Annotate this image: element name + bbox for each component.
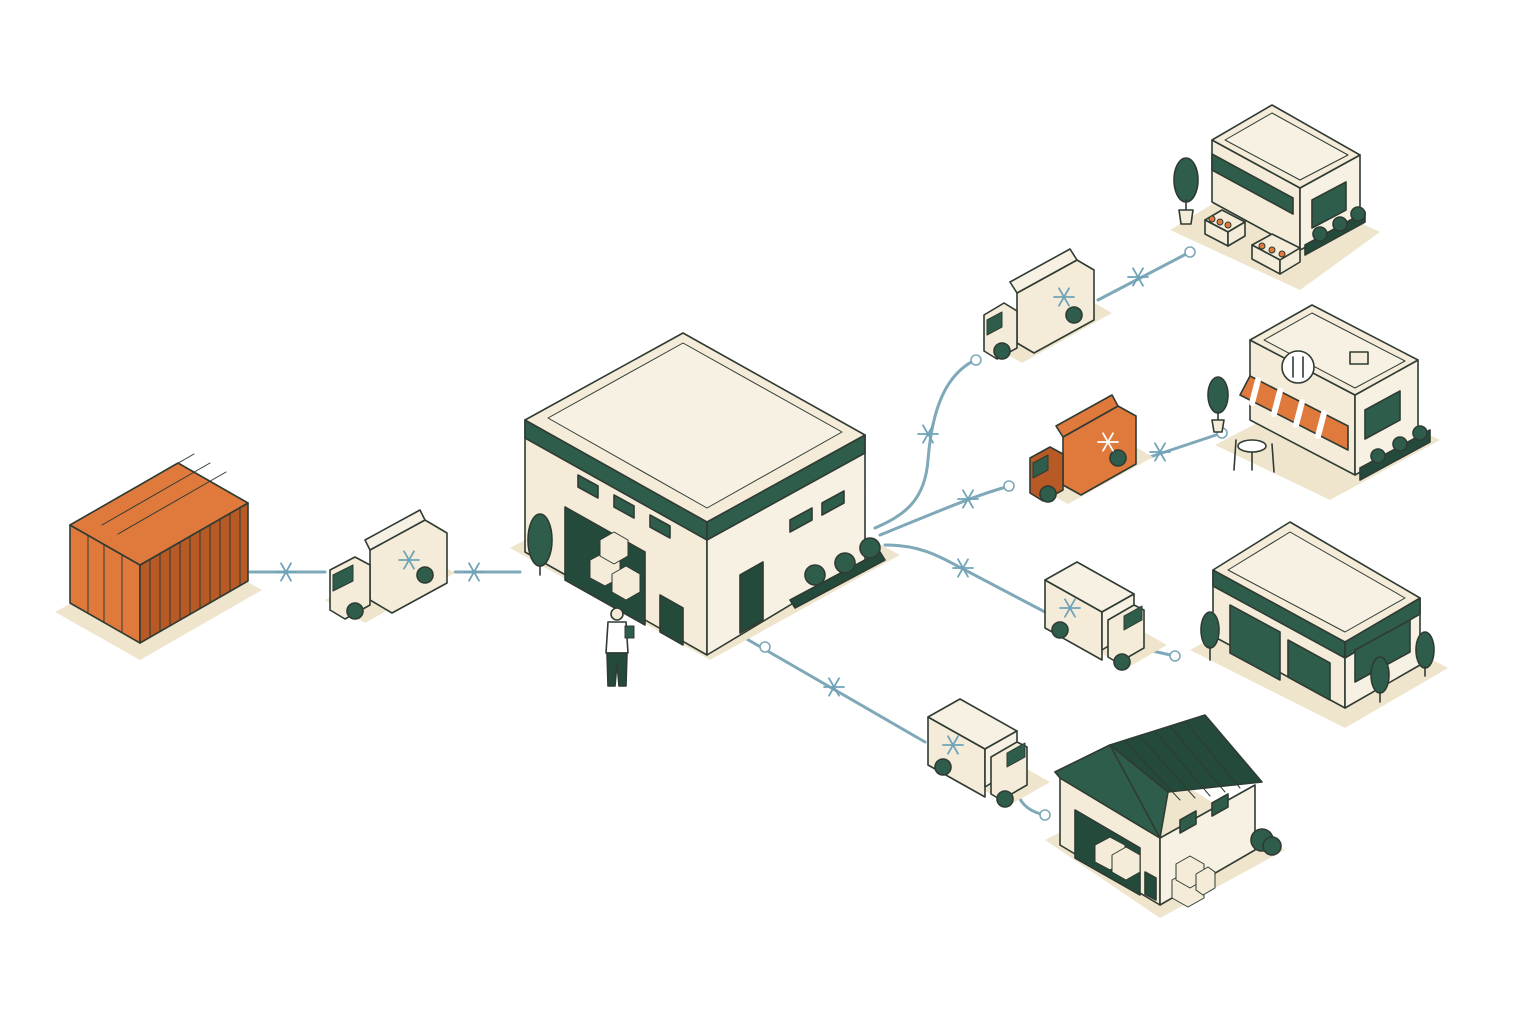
truck-box-front xyxy=(364,509,426,551)
warehouse-roof-side xyxy=(1109,714,1263,793)
restaurant xyxy=(1207,304,1440,500)
snowflake-icon xyxy=(1097,432,1119,452)
tree xyxy=(1200,611,1220,661)
route-hub-to-restaurant xyxy=(878,484,1012,537)
dock-box xyxy=(611,565,641,601)
truck-wheel xyxy=(346,602,364,620)
route-truck-to-grocery xyxy=(1096,250,1192,302)
route-node xyxy=(1039,809,1051,821)
shipping-container xyxy=(55,453,262,660)
route-hub-to-retail xyxy=(883,543,1047,614)
snowflake-icon xyxy=(1059,598,1081,618)
snowflake-icon xyxy=(1053,287,1075,307)
worker-shirt xyxy=(605,621,629,654)
snowflake-icon xyxy=(463,562,485,582)
potted-tree xyxy=(1207,376,1229,433)
truck-windshield xyxy=(332,564,354,592)
worker-head xyxy=(610,607,624,621)
snowflake-icon xyxy=(942,735,964,755)
hub-window xyxy=(649,514,671,539)
hub-roof-inner xyxy=(547,342,843,509)
hedge xyxy=(789,537,886,609)
route-hub-to-grocery xyxy=(873,358,977,530)
worker xyxy=(605,607,635,687)
potted-tree xyxy=(1173,157,1199,225)
distribution-center xyxy=(510,332,900,660)
hub-window xyxy=(789,507,813,533)
tablet-icon xyxy=(624,625,635,639)
grocery-store xyxy=(1170,104,1380,290)
dock-box xyxy=(599,531,629,565)
snowflake-icon xyxy=(952,558,974,578)
snowflake-icon xyxy=(275,562,297,582)
patio-table xyxy=(1233,439,1275,473)
refrigerated-truck-orange xyxy=(1028,394,1153,504)
route-node xyxy=(1184,246,1196,258)
snowflake-icon xyxy=(1149,442,1171,462)
refrigerated-truck xyxy=(982,248,1112,363)
route-node xyxy=(1169,650,1181,662)
snowflake-icon xyxy=(398,550,420,570)
tree xyxy=(527,513,553,576)
refrigerated-truck xyxy=(927,698,1050,808)
tree xyxy=(1370,656,1390,703)
hub-window xyxy=(821,490,845,516)
route-node xyxy=(970,354,982,366)
snowflake-icon xyxy=(1127,267,1149,287)
hub-side-door xyxy=(659,594,684,646)
retail-entrance xyxy=(1229,604,1281,681)
tree xyxy=(1415,631,1435,677)
refrigerated-truck xyxy=(1044,561,1167,671)
container-ribs xyxy=(85,453,241,638)
route-node xyxy=(1003,480,1015,492)
stacked-box xyxy=(1195,866,1216,896)
snowflake-icon xyxy=(957,489,979,509)
hub-window xyxy=(613,494,635,519)
fork-knife-icon xyxy=(1281,350,1315,384)
bush xyxy=(1250,828,1282,856)
retail-store xyxy=(1190,521,1448,728)
grocery-awning xyxy=(1211,153,1294,215)
truck-wheel xyxy=(416,566,434,584)
hedge xyxy=(1304,206,1366,256)
refrigerated-truck xyxy=(325,509,455,623)
hub-front-door xyxy=(739,561,764,634)
hub-window xyxy=(577,474,599,499)
hedge xyxy=(1359,425,1431,481)
snowflake-icon xyxy=(917,424,939,444)
snowflake-icon xyxy=(823,677,845,697)
storage-warehouse xyxy=(1045,714,1285,918)
worker-pants xyxy=(606,652,628,687)
route-node xyxy=(759,641,771,653)
route-markers xyxy=(275,267,1171,697)
